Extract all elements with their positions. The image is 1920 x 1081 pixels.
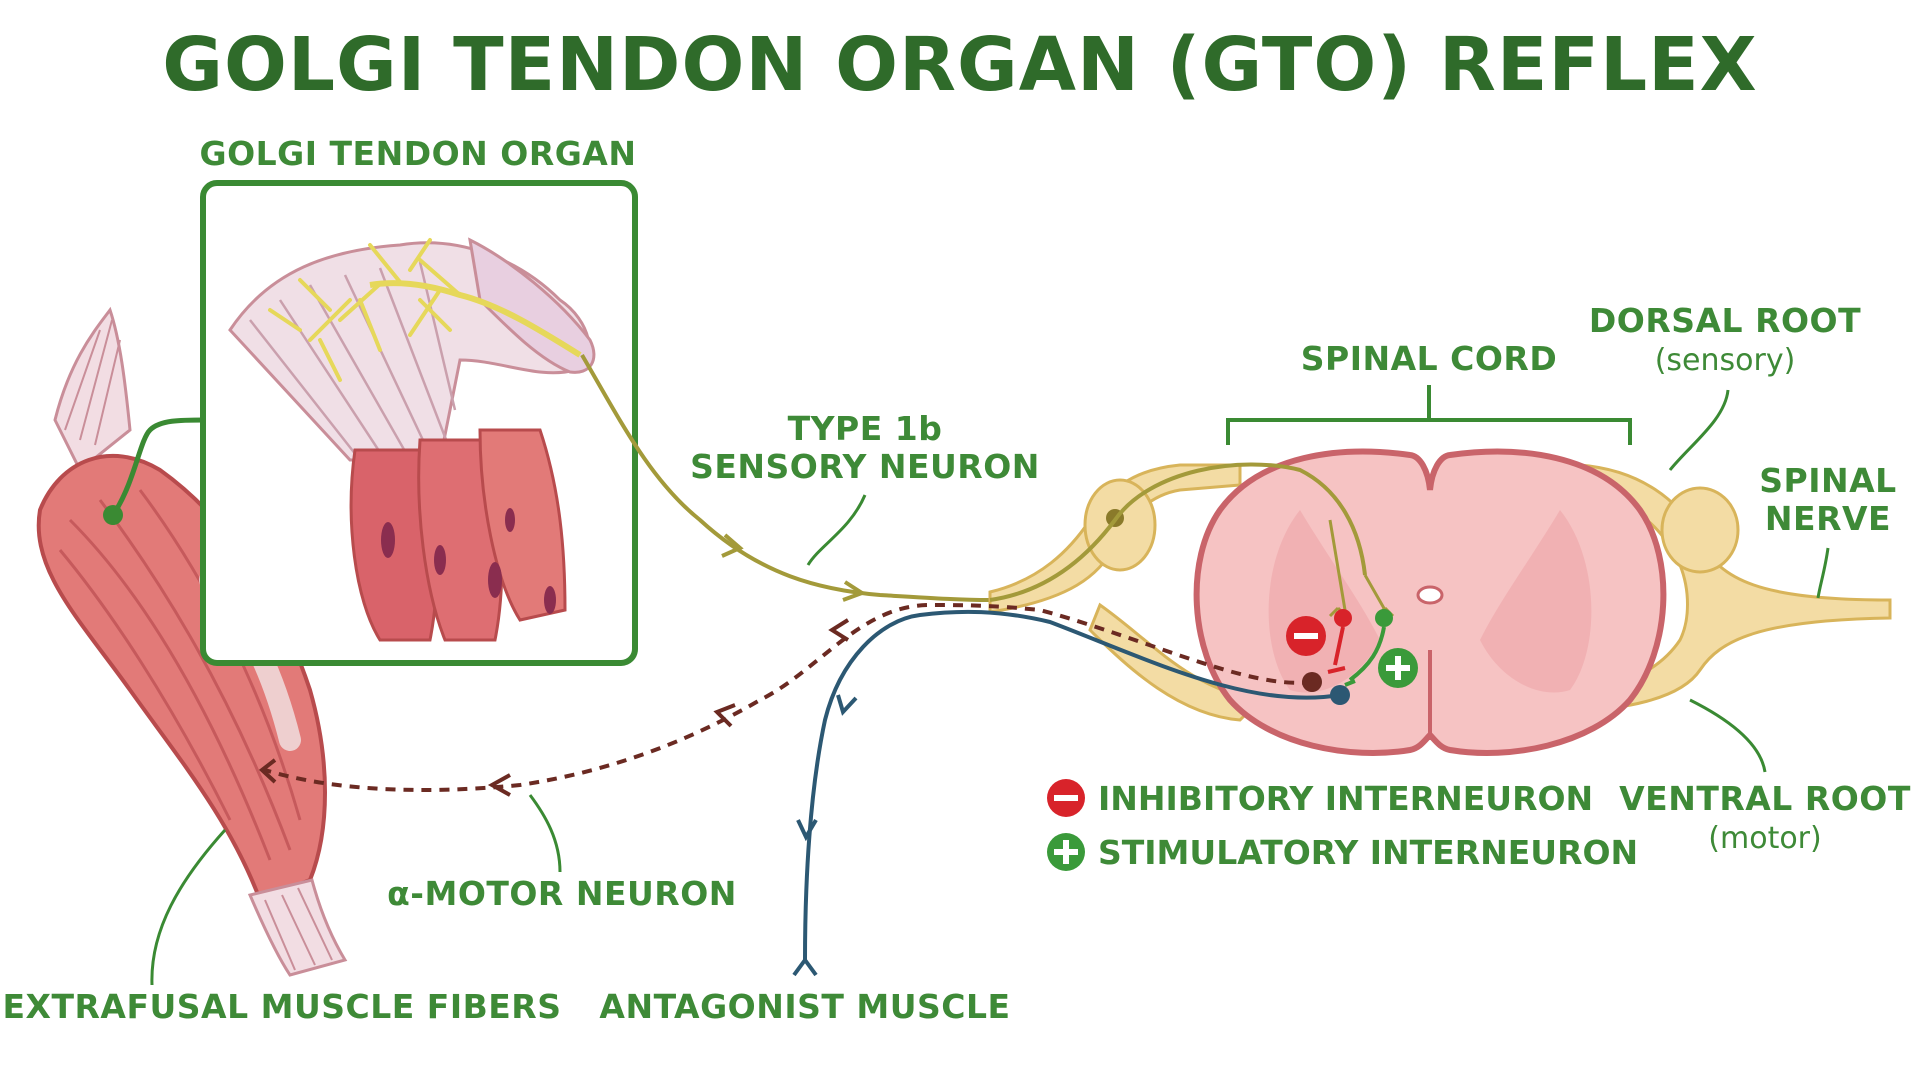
inset-connector bbox=[112, 417, 206, 514]
label-spinal-nerve-line2: NERVE bbox=[1765, 499, 1891, 538]
legend-inhibitory: INHIBITORY INTERNEURON bbox=[1047, 779, 1593, 818]
label-dorsal-root: DORSAL ROOT bbox=[1589, 301, 1861, 340]
legend-stimulatory: STIMULATORY INTERNEURON bbox=[1047, 833, 1638, 872]
nerve-roots bbox=[988, 463, 1892, 722]
sensory-arrow-1 bbox=[721, 533, 744, 558]
label-extrafusal-muscle-fibers: EXTRAFUSAL MUSCLE FIBERS bbox=[3, 987, 562, 1026]
legend-inhibitory-label: INHIBITORY INTERNEURON bbox=[1098, 779, 1593, 818]
sensory-neuron-inside-cord bbox=[989, 462, 1367, 602]
motor-arrow-1 bbox=[828, 618, 850, 642]
antagonist-arrow-2 bbox=[796, 818, 818, 842]
alpha-motor-neuron bbox=[264, 602, 1313, 792]
spinal-cord-bracket bbox=[1226, 385, 1632, 445]
gto-illustration bbox=[228, 237, 596, 642]
antagonist-terminal bbox=[792, 958, 818, 977]
inhibitory-interneuron bbox=[1286, 609, 1352, 674]
legend: INHIBITORY INTERNEURON STIMULATORY INTER… bbox=[1047, 779, 1638, 872]
spinal-cord bbox=[1193, 448, 1667, 756]
spinal-nerve-leader bbox=[1816, 547, 1830, 599]
antagonist-motor-neuron bbox=[803, 609, 1341, 961]
legend-stimulatory-label: STIMULATORY INTERNEURON bbox=[1098, 833, 1638, 872]
label-ventral-root-sub: (motor) bbox=[1708, 821, 1821, 856]
label-spinal-nerve-line1: SPINAL bbox=[1759, 461, 1896, 500]
alpha-motor-leader bbox=[528, 794, 562, 873]
extrafusal-leader bbox=[150, 828, 227, 986]
label-alpha-motor-neuron: α-MOTOR NEURON bbox=[387, 874, 737, 913]
inset-connector-dot bbox=[103, 505, 123, 525]
motor-endplate bbox=[258, 758, 277, 784]
type-1b-leader bbox=[806, 494, 867, 566]
label-ventral-root: VENTRAL ROOT bbox=[1619, 779, 1911, 818]
dorsal-root-leader bbox=[1668, 389, 1730, 471]
antagonist-arrow-1 bbox=[836, 694, 858, 716]
label-dorsal-root-sub: (sensory) bbox=[1655, 343, 1796, 378]
label-golgi-tendon-organ: GOLGI TENDON ORGAN bbox=[200, 134, 637, 173]
stimulatory-interneuron bbox=[1344, 609, 1418, 688]
label-type-1b-line1: TYPE 1b bbox=[788, 409, 943, 448]
label-antagonist-muscle: ANTAGONIST MUSCLE bbox=[599, 987, 1010, 1026]
sensory-branches bbox=[1328, 519, 1387, 611]
sensory-arrow-2 bbox=[842, 580, 867, 602]
type-1b-sensory-neuron bbox=[580, 353, 991, 602]
label-spinal-cord: SPINAL CORD bbox=[1301, 339, 1557, 378]
ventral-root-leader bbox=[1689, 698, 1767, 773]
label-type-1b-line2: SENSORY NEURON bbox=[690, 447, 1040, 486]
motor-arrow-3 bbox=[487, 773, 511, 797]
motor-arrow-2 bbox=[713, 703, 736, 728]
page-title: GOLGI TENDON ORGAN (GTO) REFLEX bbox=[162, 22, 1757, 108]
